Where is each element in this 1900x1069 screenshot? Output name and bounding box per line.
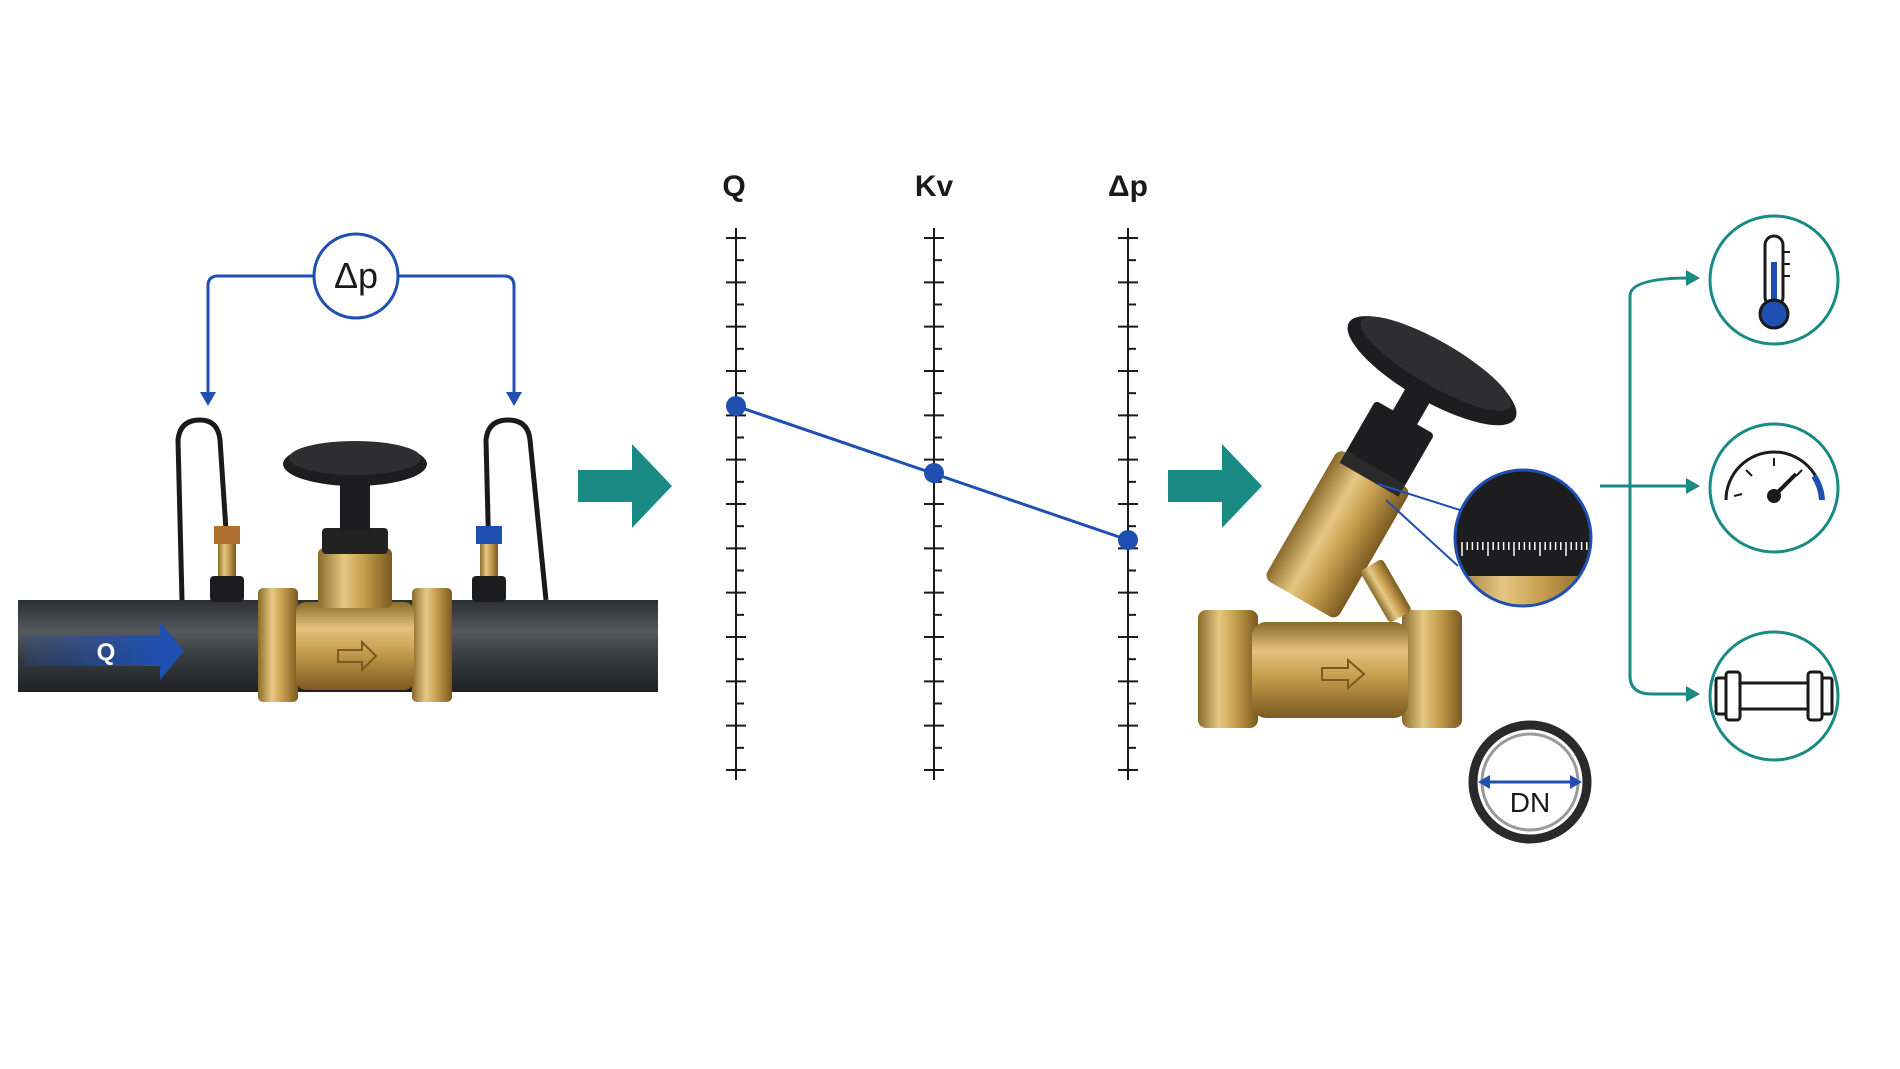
process-arrow-1 <box>578 444 672 528</box>
differential-pressure-badge <box>312 232 400 320</box>
installed-valve <box>258 441 452 702</box>
process-arrow-2 <box>1168 444 1262 528</box>
pipe-size-label: DN <box>1510 787 1550 818</box>
nomogram-axis-label-kv: Kv <box>915 170 954 203</box>
flow-label: Q <box>97 639 116 666</box>
nomogram-axis-label-q: Q <box>722 170 745 203</box>
differential-pressure-label: Δp <box>334 255 378 296</box>
pipe-size-indicator: DN <box>1468 720 1592 844</box>
pressure-gauge-icon <box>1708 422 1840 554</box>
dial-scale-zoom <box>1453 468 1593 608</box>
nomogram: Q Kv Δp <box>722 170 1148 780</box>
result-branches <box>1600 214 1840 762</box>
differential-pressure-bracket: Δp <box>200 232 522 406</box>
pipe-icon <box>1708 630 1840 762</box>
test-hoses <box>175 417 549 602</box>
nomogram-point-dp <box>1118 530 1138 550</box>
balancing-handwheel-icon <box>1347 316 1517 428</box>
nomogram-point-q <box>726 396 746 416</box>
flow-arrow: Q <box>24 622 184 680</box>
nomogram-axis-label-dp: Δp <box>1108 170 1148 203</box>
thermometer-icon <box>1708 214 1840 346</box>
handwheel-icon <box>283 441 427 530</box>
nomogram-point-kv <box>924 463 944 483</box>
balancing-valve: DN <box>1198 316 1593 844</box>
measurement-section: Q <box>18 232 658 702</box>
test-port <box>1361 559 1411 622</box>
